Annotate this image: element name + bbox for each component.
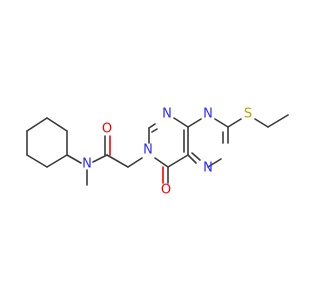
bond xyxy=(167,154,189,168)
atom-n-ring6: N xyxy=(203,161,213,176)
atom-o-amide: O xyxy=(102,122,112,137)
atom-o-ketone: O xyxy=(161,183,171,198)
atom-n-ring1: N xyxy=(162,107,172,122)
bond xyxy=(207,158,222,168)
atom-n-ring3: N xyxy=(143,143,153,158)
bond xyxy=(191,152,201,161)
bond xyxy=(187,154,197,164)
bond xyxy=(187,118,202,128)
bond xyxy=(173,117,189,128)
bond xyxy=(66,154,82,164)
bond xyxy=(148,123,156,129)
pyrimidinone-ring xyxy=(148,117,189,184)
bond xyxy=(227,118,242,128)
bond xyxy=(154,157,169,168)
atom-n-amide: N xyxy=(82,157,92,172)
bond xyxy=(92,154,108,163)
bond xyxy=(106,154,129,168)
bond xyxy=(46,154,68,168)
pyrimidine-ring xyxy=(187,118,229,168)
atom-s-thio: S xyxy=(244,107,252,122)
atom-n-ring8: N xyxy=(203,107,213,122)
bond xyxy=(127,157,143,168)
bond xyxy=(26,117,48,132)
bond xyxy=(46,117,68,132)
bond xyxy=(26,154,48,168)
amide-group xyxy=(66,135,143,186)
bond xyxy=(151,128,158,133)
bond xyxy=(267,114,289,128)
molecule-structure: N O N N N N O S xyxy=(26,107,289,198)
bond xyxy=(214,118,229,128)
cyclohexane-ring xyxy=(26,117,68,168)
ethylthio-group xyxy=(227,114,289,128)
bond xyxy=(254,118,269,128)
